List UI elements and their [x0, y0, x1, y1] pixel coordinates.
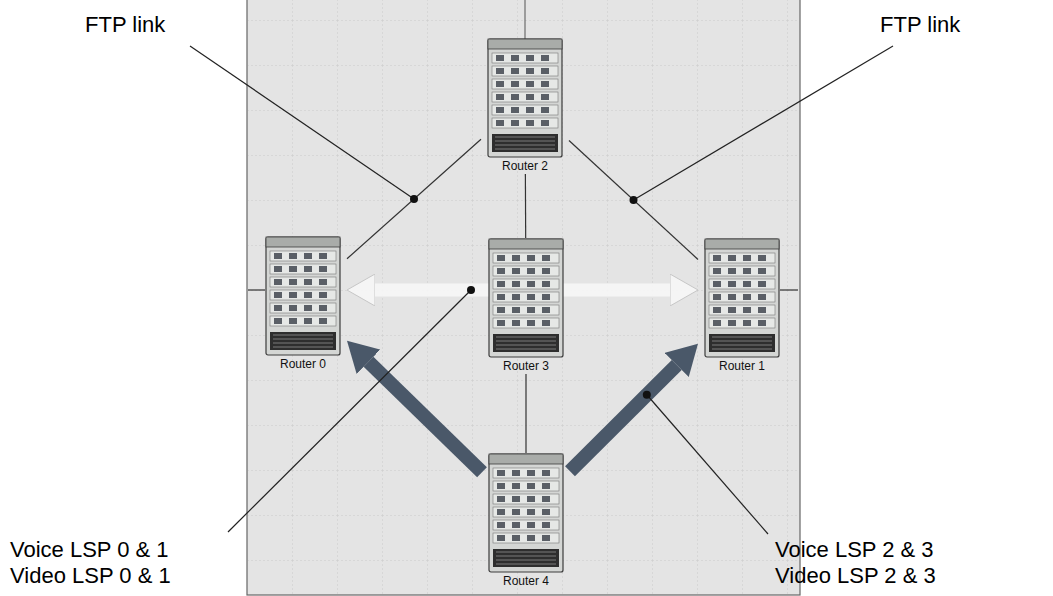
leader-dot: [643, 391, 651, 399]
leader-dot: [630, 196, 638, 204]
router-label: Router 3: [482, 358, 570, 374]
canvas-panel: [247, 0, 800, 595]
router-label: Router 4: [482, 573, 570, 589]
leader-line: [634, 46, 894, 200]
router-icon: [265, 236, 341, 356]
router-node: Router 4: [482, 453, 570, 589]
link-stub: [780, 289, 798, 290]
router-label: Router 2: [481, 158, 569, 174]
callout-label: Video LSP 0 & 1: [10, 563, 171, 589]
link-line: [525, 374, 526, 453]
router-icon: [487, 38, 563, 158]
router-node: Router 3: [482, 238, 570, 374]
link-line: [347, 139, 481, 259]
leader-dot: [467, 286, 475, 294]
router-icon: [488, 238, 564, 358]
canvas-divider: [525, 0, 526, 40]
router-node: Router 2: [481, 38, 569, 174]
lsp-arrow: [369, 362, 483, 472]
callout-label: FTP link: [880, 12, 960, 38]
leader-line: [228, 290, 471, 532]
callout-label: Video LSP 2 & 3: [775, 563, 936, 589]
canvas-grid: [248, 0, 799, 594]
router-label: Router 0: [259, 356, 347, 372]
lsp-arrow: [570, 365, 677, 471]
callout-label: FTP link: [85, 12, 165, 38]
router-node: Router 1: [698, 238, 786, 374]
leader-line: [190, 46, 414, 199]
leader-line: [647, 395, 768, 534]
callout-label: Voice LSP 2 & 3: [775, 537, 934, 563]
router-icon: [488, 453, 564, 573]
router-node: Router 0: [259, 236, 347, 372]
callout-label: Voice LSP 0 & 1: [10, 537, 169, 563]
leader-dot: [410, 195, 418, 203]
link-stub: [248, 289, 265, 290]
router-label: Router 1: [698, 358, 786, 374]
link-line: [569, 141, 698, 260]
router-icon: [704, 238, 780, 358]
link-line: [525, 174, 527, 238]
